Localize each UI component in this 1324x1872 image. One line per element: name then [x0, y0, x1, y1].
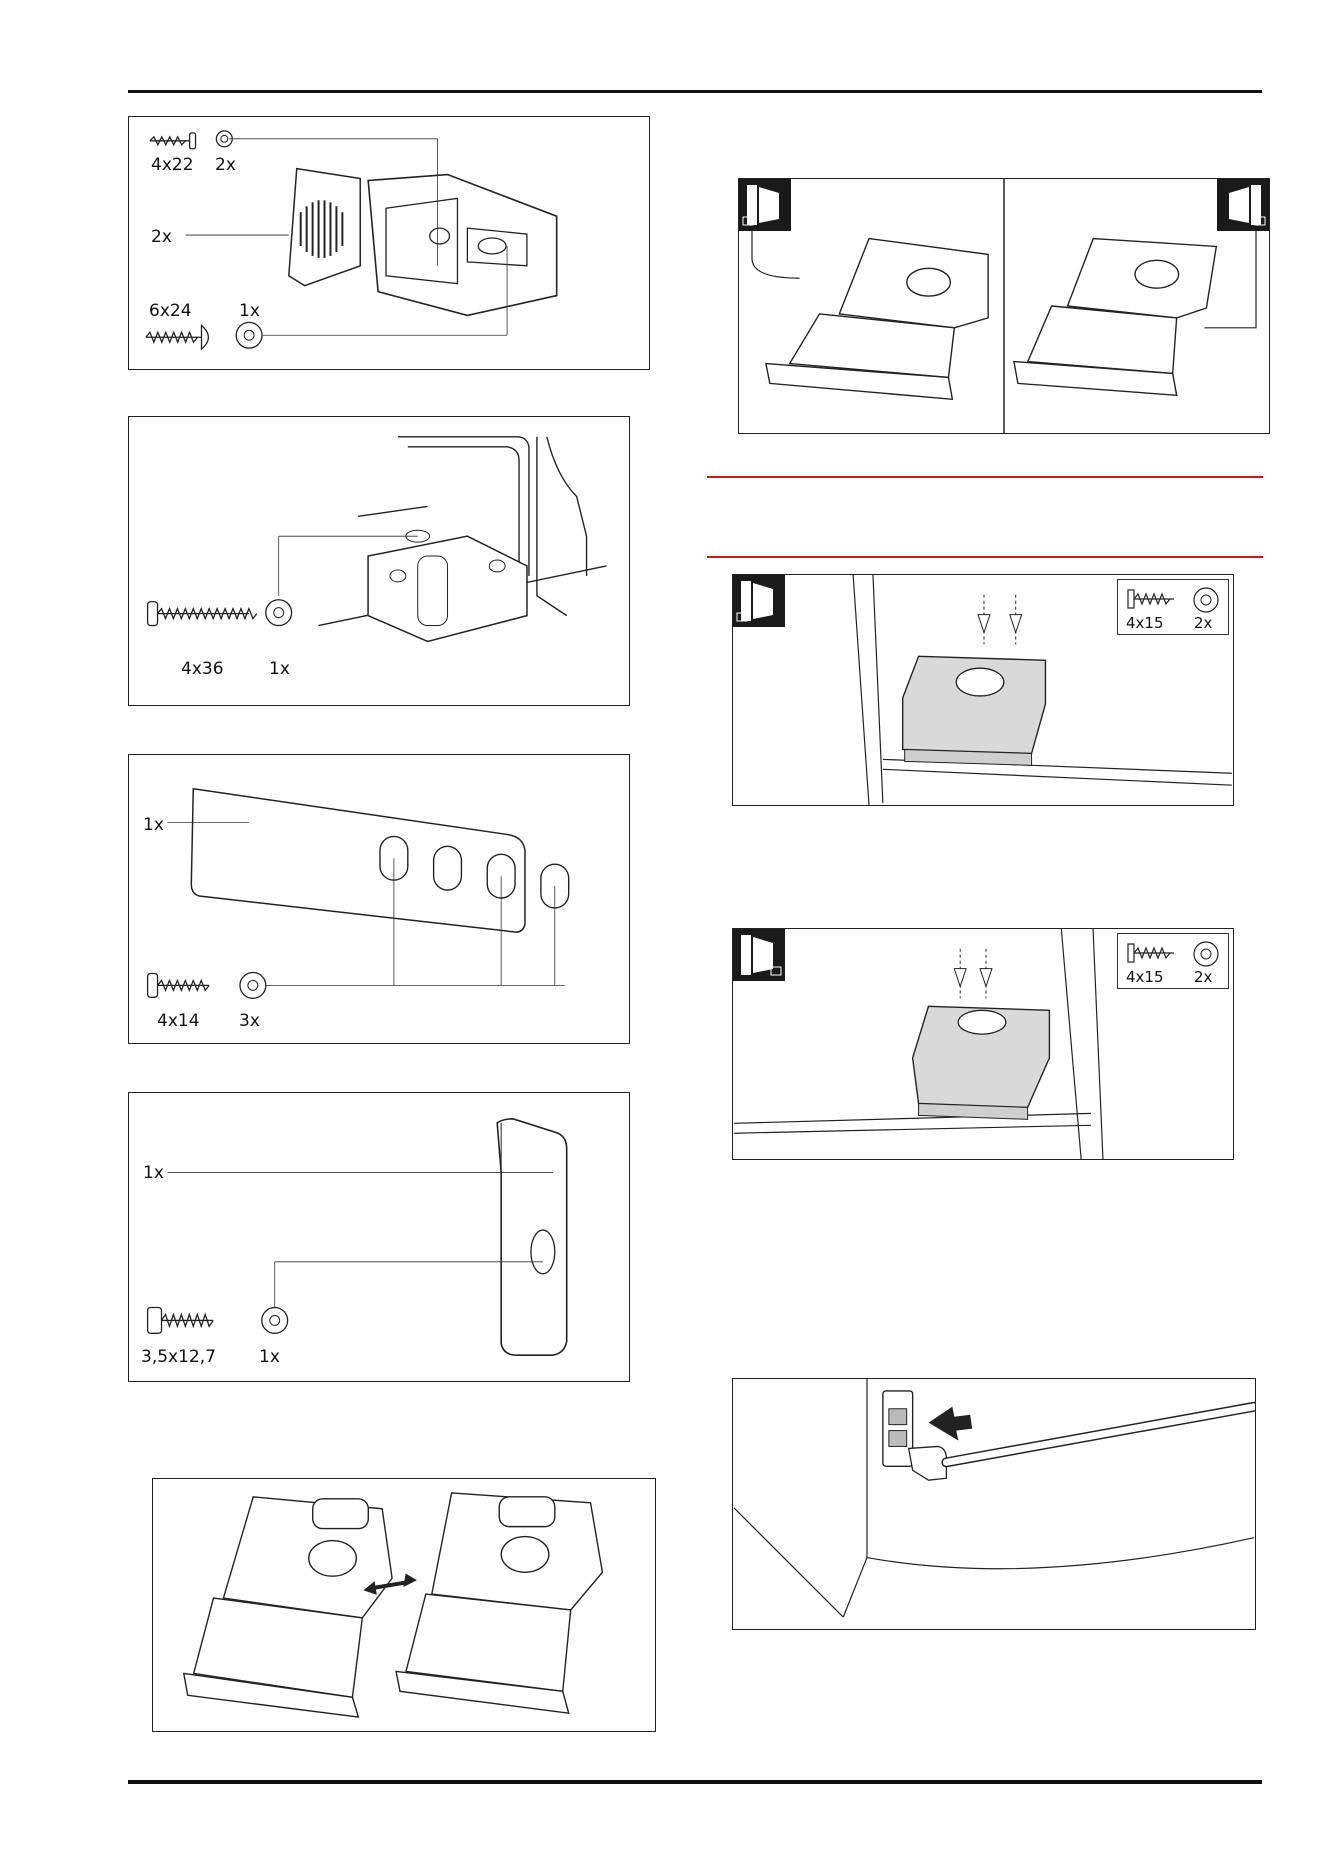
torx-cap-qty: 3x: [239, 1013, 260, 1030]
screw-size-4x14: 4x14: [157, 1013, 200, 1030]
screw-size-6x24: 6x24: [149, 303, 192, 320]
screw-size-4x15: 4x15: [1126, 970, 1164, 985]
door-left-icon: [733, 575, 785, 627]
screw-legend: 4x15 2x: [1117, 579, 1229, 635]
push-arrow-icon: [929, 1407, 973, 1441]
plate-qty: 1x: [143, 817, 164, 834]
torx-cap-qty: 1x: [259, 1349, 280, 1366]
screw-icon: [978, 595, 1022, 645]
panel-plate-pair: [152, 1478, 656, 1732]
torx-icon: [262, 1308, 288, 1334]
footer-rule: [128, 1780, 1262, 1784]
clip-qty: 1x: [143, 1165, 164, 1182]
torx-icon: [1194, 588, 1218, 612]
warning-rule-top: [707, 476, 1263, 478]
screw-size-3-5x12-7: 3,5x12,7: [141, 1349, 216, 1366]
panel-power-cable: [732, 1378, 1256, 1630]
washer-qty: 2x: [215, 157, 236, 174]
plate-pair-illustration: [153, 1479, 655, 1731]
clip-illustration: [129, 1093, 629, 1381]
screw-size-4x22: 4x22: [151, 157, 194, 174]
panel-plate: 1x 4x14 3x: [128, 754, 630, 1044]
screw-legend: 4x15 2x: [1117, 933, 1229, 989]
cover-qty: 2x: [151, 229, 172, 246]
plate-illustration: [129, 755, 629, 1043]
torx-cap-qty: 1x: [269, 661, 290, 678]
torx-icon: [236, 322, 262, 348]
panel-right-mount: 4x15 2x: [732, 928, 1234, 1160]
screw-size-4x36: 4x36: [181, 661, 224, 678]
screw-icon: [1128, 590, 1174, 608]
screw-icon: [150, 133, 196, 149]
screw-icon: [954, 949, 992, 999]
panel-hinge-block: 4x36 1x: [128, 416, 630, 706]
screw-qty: 2x: [1194, 616, 1212, 631]
torx-icon: [266, 600, 292, 626]
door-right-icon: [1217, 179, 1269, 231]
warning-rule-bottom: [707, 556, 1263, 558]
panel-clip: 1x 3,5x12,7 1x: [128, 1092, 630, 1382]
panel-door-parts: 4x22 2x 2x 6x24 1x: [128, 116, 650, 370]
screw-qty: 2x: [1194, 970, 1212, 985]
torx-cap-qty: 1x: [239, 303, 260, 320]
door-left-icon: [739, 179, 791, 231]
door-right-icon: [733, 929, 785, 981]
door-parts-illustration: [129, 117, 649, 369]
torx-icon: [1194, 942, 1218, 966]
screw-size-4x15: 4x15: [1126, 616, 1164, 631]
panel-door-orientation: [738, 178, 1270, 434]
door-orientation-illustration: [739, 179, 1269, 433]
header-rule: [128, 90, 1262, 93]
power-cable-illustration: [733, 1379, 1255, 1629]
torx-icon: [240, 972, 266, 998]
screw-icon: [1128, 944, 1174, 962]
panel-left-mount: 4x15 2x: [732, 574, 1234, 806]
